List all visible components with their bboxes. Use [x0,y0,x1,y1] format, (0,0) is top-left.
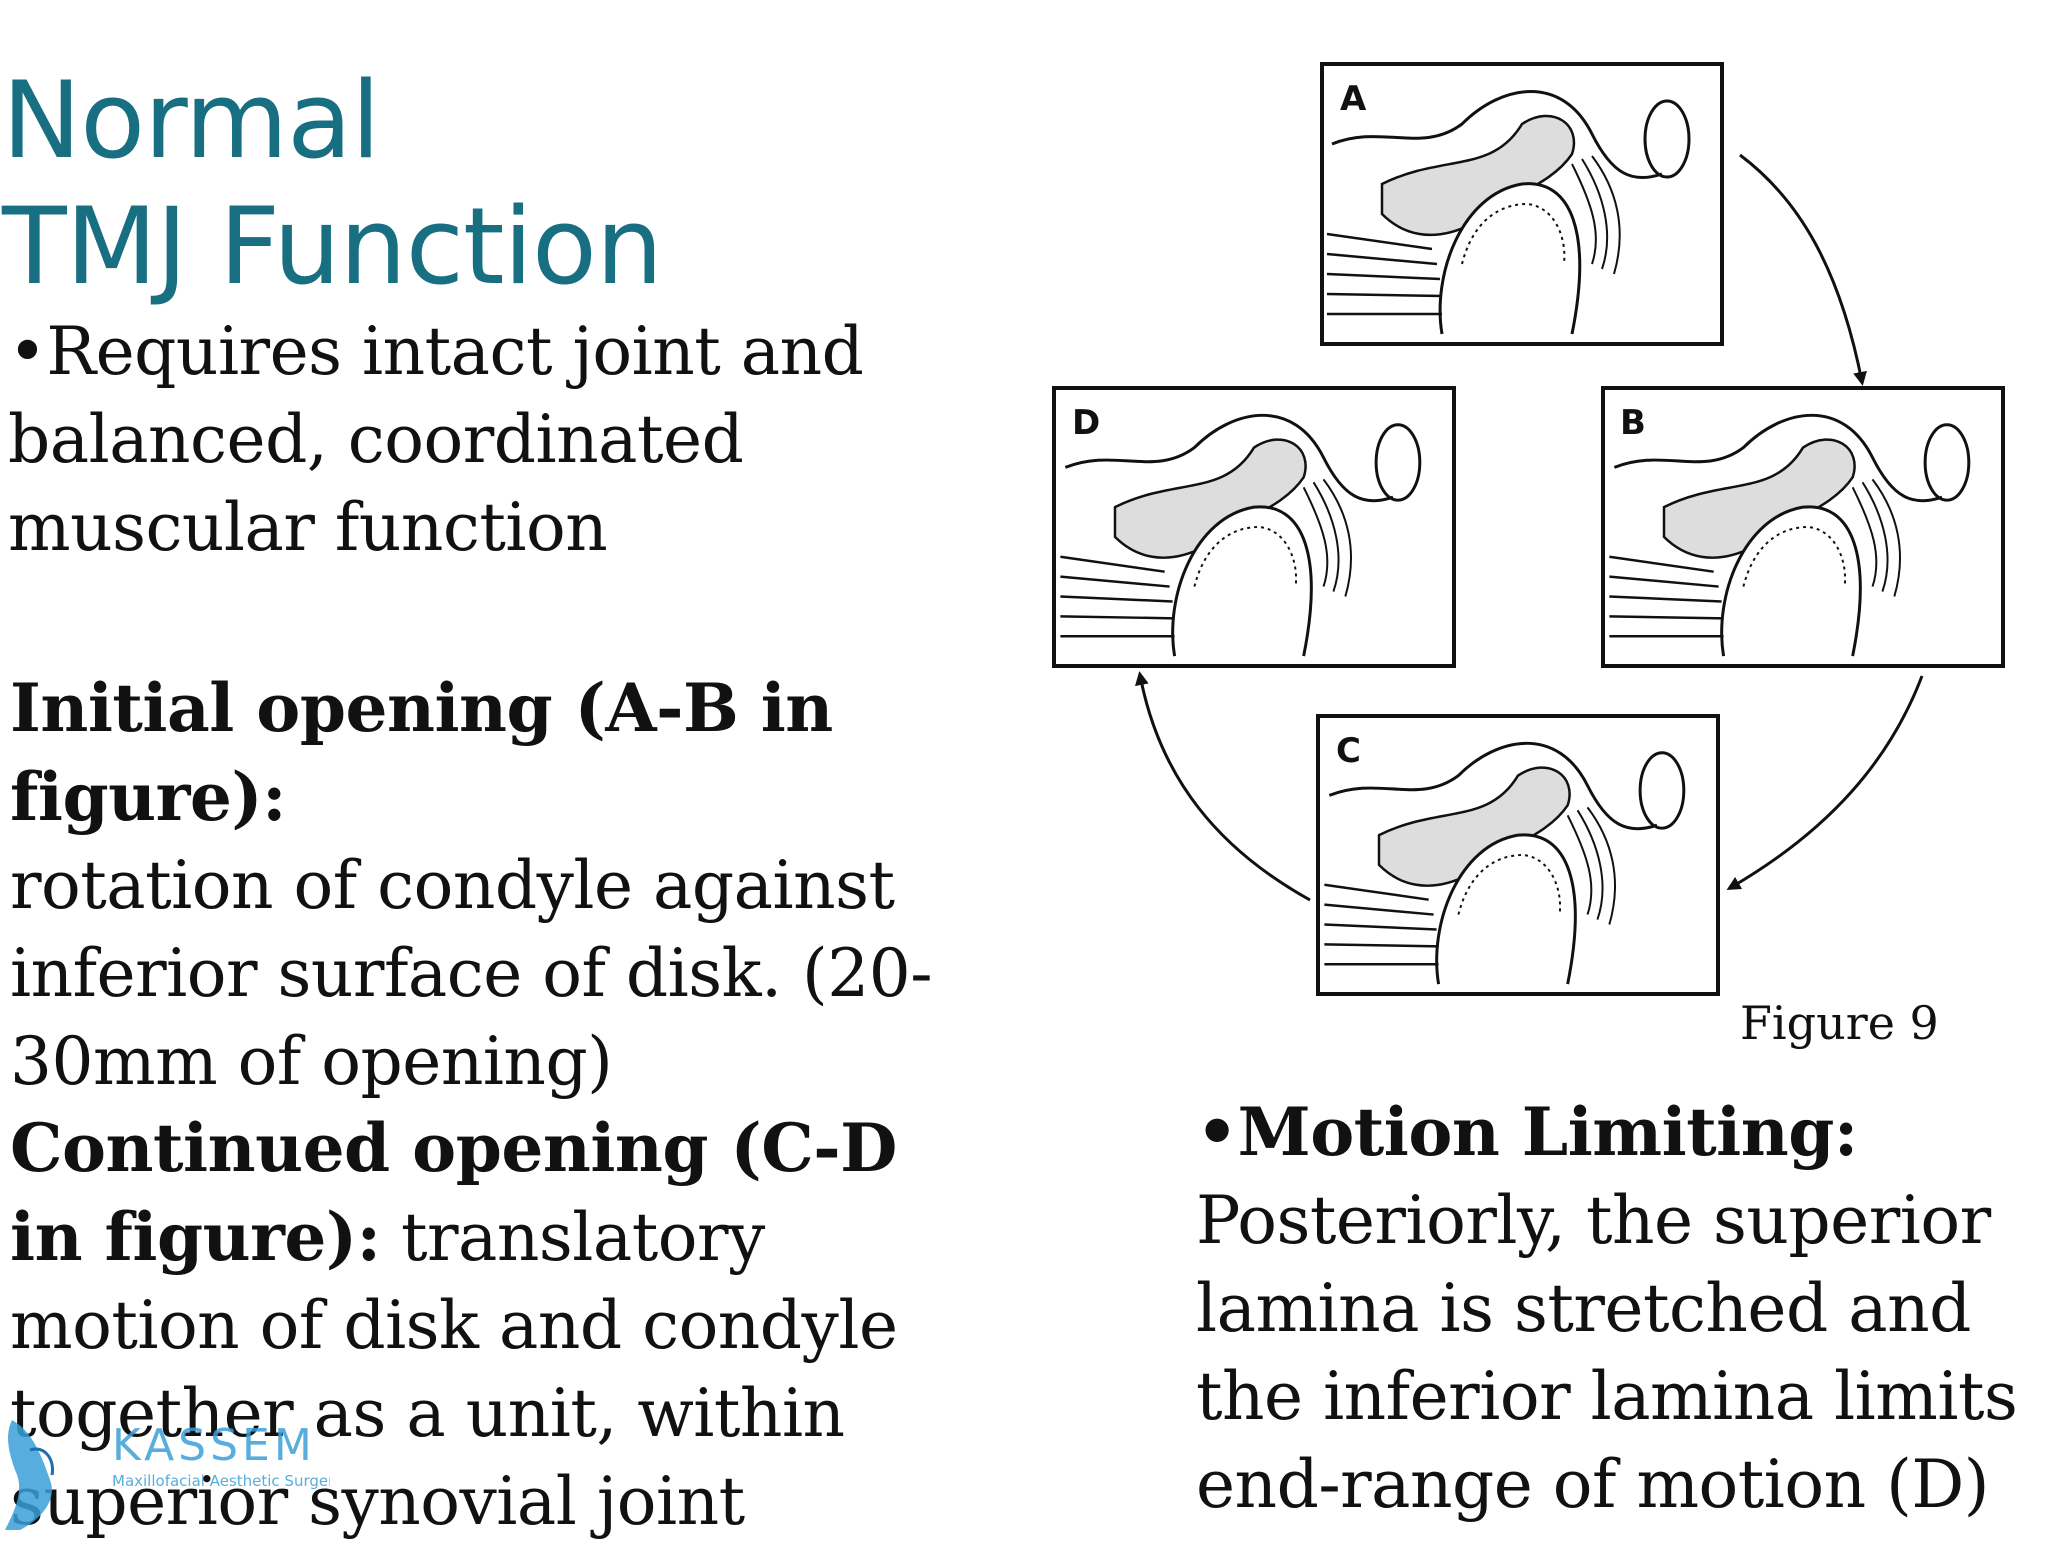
title-line-2: TMJ Function [2,185,663,308]
continued-opening-paragraph: Continued opening (C-D in figure): trans… [10,1104,990,1546]
logo-tagline: Maxillofacial Aesthetic Surgery [112,1472,330,1490]
panel-label-d: D [1072,403,1100,443]
kassem-logo: KASSEM Maxillofacial Aesthetic Surgery [5,1420,330,1530]
panel-label-c: C [1336,731,1361,771]
logo-name: KASSEM [112,1420,316,1471]
initial-opening-paragraph: Initial opening (A-B in figure):rotation… [10,664,1010,1106]
panel-label-b: B [1620,403,1646,443]
continued-opening-heading: Continued opening (C-D in figure): [10,1109,897,1276]
panel-c: C [1316,714,1720,996]
arrow-c-to-d [1134,671,1311,902]
slide-title: Normal TMJ Function [2,58,663,310]
panel-d: D [1052,386,1456,668]
motion-limiting-paragraph: •Motion Limiting: Posteriorly, the superi… [1196,1088,2036,1529]
arrow-a-to-b [1739,153,1867,386]
figure-caption: Figure 9 [1740,996,1939,1050]
arrow-b-to-c [1726,675,1924,891]
initial-opening-heading: Initial opening (A-B in figure): [10,669,833,836]
title-line-1: Normal [2,59,381,182]
panel-a: A [1320,62,1724,346]
continued-opening-text: translatory motion of disk and condyle t… [10,1199,898,1540]
panel-b: B [1601,386,2005,668]
motion-limiting-heading: •Motion Limiting: [1196,1093,1858,1171]
tmj-cycle-figure: A B C D [1052,62,2005,996]
bullet-requirements: •Requires intact joint and balanced, coo… [8,313,864,566]
motion-limiting-text: Posteriorly, the superior lamina is stre… [1196,1182,2018,1523]
panel-label-a: A [1340,79,1367,119]
initial-opening-text: rotation of condyle against inferior sur… [10,847,933,1100]
